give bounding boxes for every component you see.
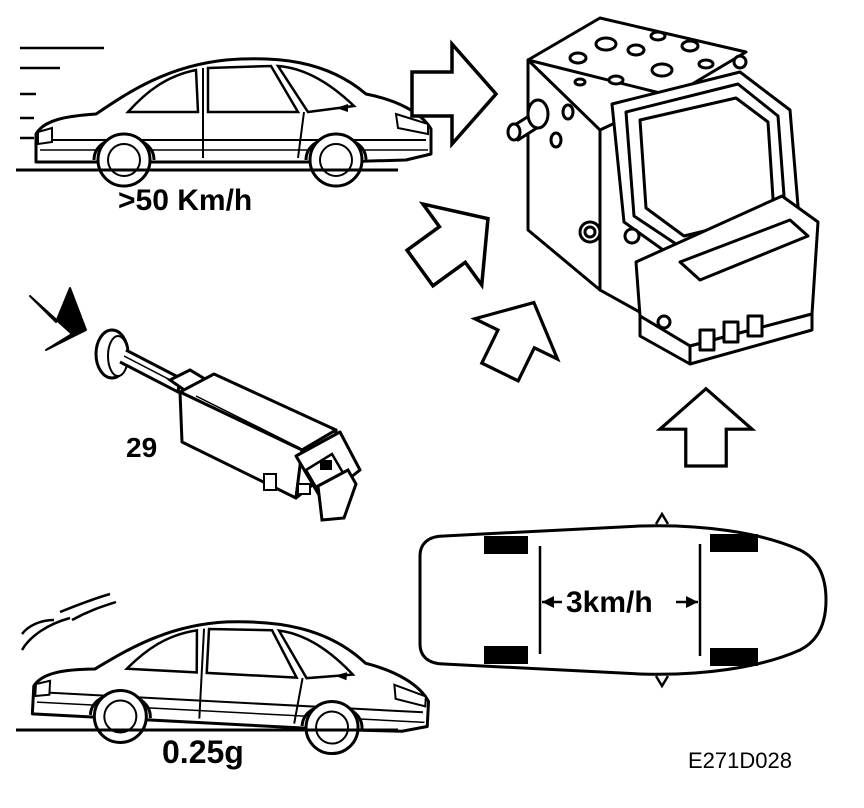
car-side-icon [34, 57, 433, 188]
hollow-arrow-icon [658, 387, 754, 468]
hollow-arrow-icon [457, 280, 577, 394]
wheel-rear-right [484, 646, 528, 664]
deceleration-label: 0.25g [162, 734, 244, 770]
wheel-front-left [710, 534, 758, 552]
braking-car [16, 592, 434, 760]
vehicle-speed-label: >50 Km/h [118, 184, 253, 217]
hydraulic-unit-icon [506, 16, 820, 366]
speed-lines [20, 46, 104, 140]
pitch-lines [20, 592, 117, 651]
switch-icon [94, 328, 362, 522]
arrow-icon [29, 287, 87, 351]
hollow-arrow-icon [388, 176, 520, 311]
wheel-rear-left [484, 536, 528, 554]
component-number-label: 29 [126, 432, 158, 463]
moving-car [16, 46, 433, 188]
car-top-view-icon [418, 511, 828, 689]
wheel-front-right [710, 648, 758, 666]
wheel-speed-difference-label: 3km/h [566, 586, 653, 619]
figure-code-label: E271D028 [688, 748, 792, 773]
